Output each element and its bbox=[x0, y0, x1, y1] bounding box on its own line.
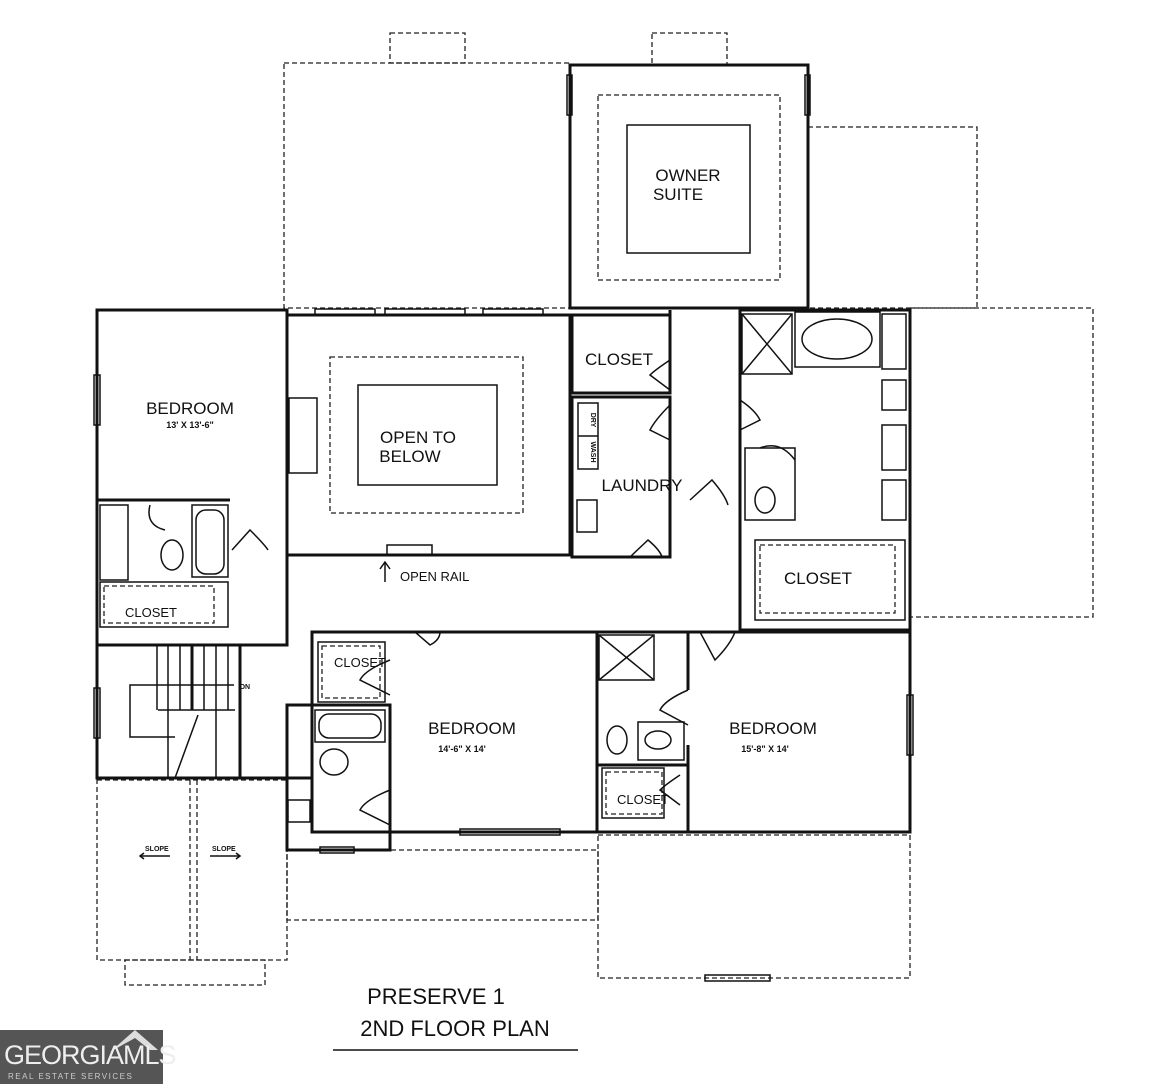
room-labels: OWNER SUITE OPEN TO BELOW BEDROOM 13' X … bbox=[125, 166, 852, 853]
closet-owner-label: CLOSET bbox=[784, 569, 852, 588]
stairs bbox=[129, 645, 235, 779]
georgiamls-logo: GEORGIAMLS REAL ESTATE SERVICES bbox=[0, 1030, 177, 1084]
owner-suite bbox=[566, 63, 811, 310]
laundry-label: LAUNDRY bbox=[602, 476, 683, 495]
logo-tagline: REAL ESTATE SERVICES bbox=[8, 1072, 134, 1081]
doors bbox=[148, 359, 796, 826]
open-below-label-2: BELOW bbox=[379, 447, 440, 466]
open-rail-label: OPEN RAIL bbox=[400, 569, 469, 584]
logo-name: GEORGIAMLS bbox=[4, 1040, 177, 1070]
closet-left-label: CLOSET bbox=[125, 605, 177, 620]
bedroom1-dimensions: 13' X 13'-6" bbox=[166, 420, 214, 430]
owner-suite-label: OWNER bbox=[655, 166, 720, 185]
slope-left-label: SLOPE bbox=[145, 846, 169, 853]
open-rail-arrow bbox=[379, 560, 391, 582]
slope-arrows bbox=[138, 852, 242, 860]
plan-title: PRESERVE 1 2ND FLOOR PLAN bbox=[333, 984, 578, 1051]
slope-right-label: SLOPE bbox=[212, 846, 236, 853]
washer-label: WASH bbox=[589, 442, 596, 463]
bedroom2-label: BEDROOM bbox=[428, 719, 516, 738]
plan-title-line2: 2ND FLOOR PLAN bbox=[360, 1016, 550, 1041]
roof-icon bbox=[110, 1030, 158, 1052]
dryer-label: DRY bbox=[589, 413, 596, 428]
plan-title-line1: PRESERVE 1 bbox=[367, 984, 505, 1009]
open-below-label: OPEN TO bbox=[380, 428, 456, 447]
closet-right-label: CLOSET bbox=[617, 792, 669, 807]
walls bbox=[93, 308, 914, 982]
bedroom3-label: BEDROOM bbox=[729, 719, 817, 738]
bedroom1-label: BEDROOM bbox=[146, 399, 234, 418]
roof-outlines bbox=[96, 32, 1094, 986]
closet-mid-label: CLOSET bbox=[334, 655, 386, 670]
closet-top-label: CLOSET bbox=[585, 350, 653, 369]
stair-down-label: DN bbox=[240, 684, 250, 691]
bedroom3-dimensions: 15'-8" X 14' bbox=[741, 744, 789, 754]
owner-suite-label-2: SUITE bbox=[653, 185, 703, 204]
bedroom2-dimensions: 14'-6" X 14' bbox=[438, 744, 486, 754]
